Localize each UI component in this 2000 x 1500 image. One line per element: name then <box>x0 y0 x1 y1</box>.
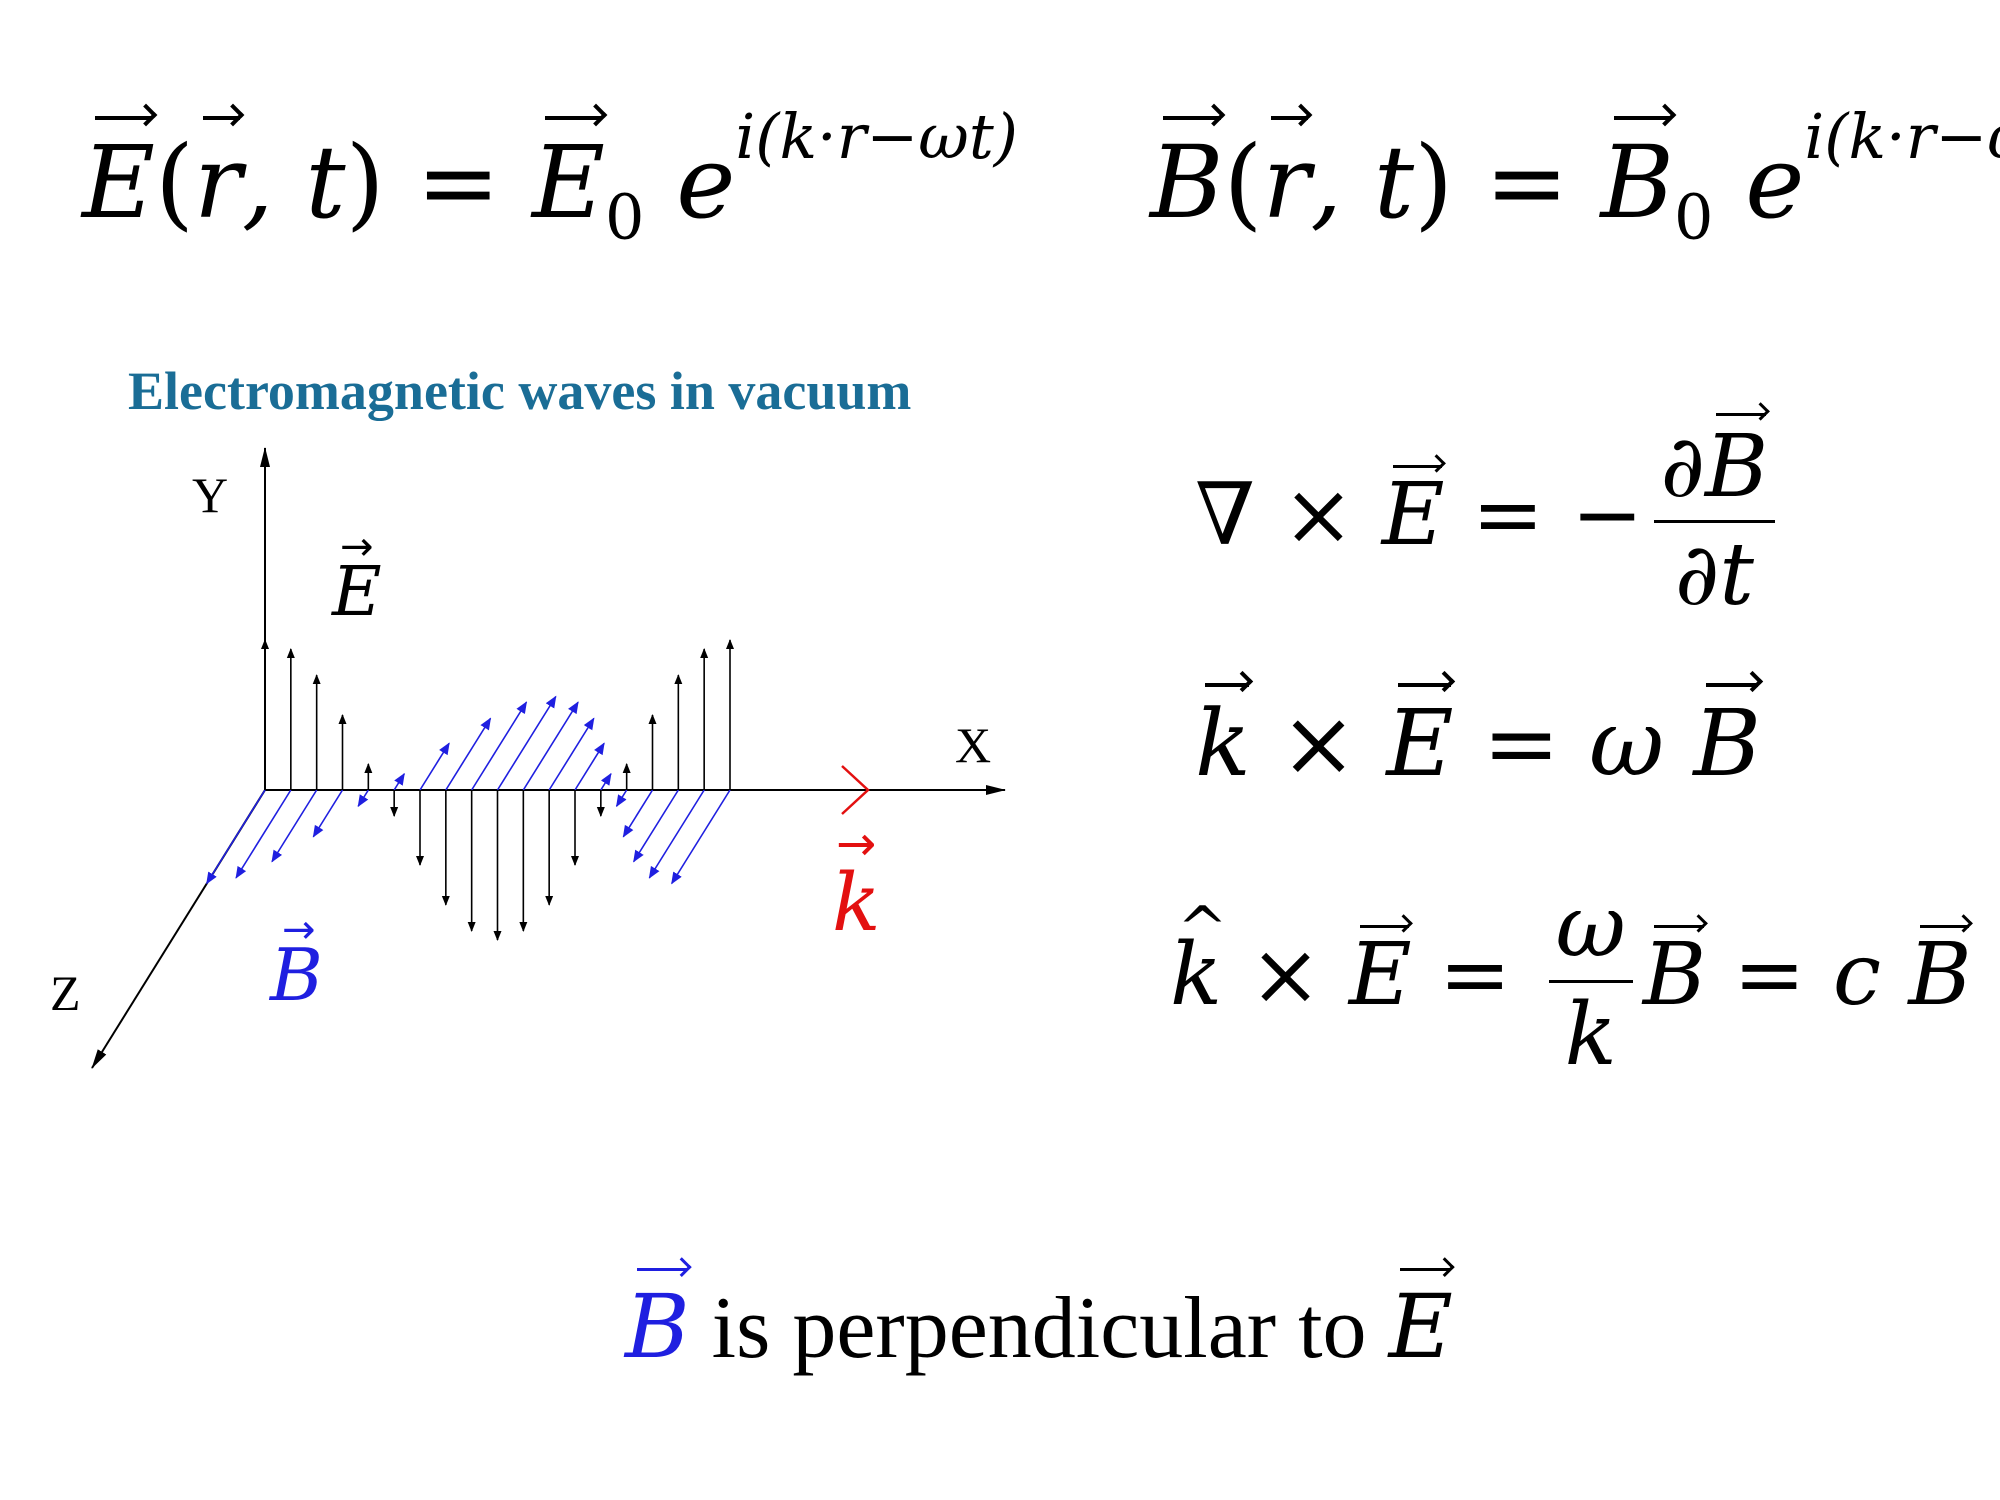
b-field-arrow <box>206 789 266 885</box>
caption: B is perpendicular to E <box>625 1267 1453 1379</box>
b-field-arrow <box>671 789 731 885</box>
e-vector-label: E <box>330 553 382 632</box>
b-field-arrow <box>648 789 705 879</box>
curl-fraction: ∂B∂t <box>1653 413 1776 623</box>
electric-field-equation: E(r, t) = E0 ei(k·r−ωt) <box>82 100 1018 254</box>
b-field-arrow <box>393 772 405 791</box>
b-field-arrow <box>600 772 612 791</box>
z-axis-label: Z <box>50 965 81 1021</box>
b-field-arrow <box>419 742 450 791</box>
b-vector-label: B <box>268 933 323 1017</box>
b-field-arrow <box>574 742 605 791</box>
e-symbol: E <box>82 115 155 241</box>
b-field-arrow <box>496 695 557 791</box>
b-field-arrow <box>271 789 318 863</box>
caption-text: is perpendicular to <box>711 1280 1367 1377</box>
e-vector-arrow: → <box>340 524 374 570</box>
electric-field-arrows <box>261 639 734 941</box>
k-vector-label: k <box>832 856 880 949</box>
k-vector-arrow: → <box>836 816 876 872</box>
wave-vector-arrowhead <box>841 765 870 815</box>
b-vector-arrow: → <box>282 907 316 953</box>
caption-e-symbol: E <box>1388 1267 1453 1378</box>
b-field-arrow <box>235 789 292 879</box>
em-wave-diagram: Y X Z E → B → k → <box>50 447 1006 1069</box>
b-field-arrow <box>445 717 492 791</box>
b-field-arrow <box>632 789 680 863</box>
x-axis-label: X <box>955 717 991 773</box>
b-field-arrow <box>622 789 654 838</box>
curl-lhs: ∇ × E = − <box>1195 464 1644 565</box>
b-field-arrow <box>470 701 528 791</box>
magnetic-field-arrows <box>206 695 731 885</box>
diagram-title: Electromagnetic waves in vacuum <box>128 361 912 421</box>
unit-vector-equation: k × E = ωkB = c B <box>1170 880 1972 1083</box>
y-axis-label: Y <box>192 467 228 523</box>
b-field-arrow <box>548 717 595 791</box>
cross-product-equation: k × E = ω B <box>1195 682 1761 797</box>
b-field-arrow <box>522 701 579 791</box>
b-symbol: B <box>1150 115 1224 241</box>
caption-b-symbol: B <box>625 1267 690 1378</box>
magnetic-field-equation: B(r, t) = B0 ei(k·r−ωt) <box>1150 100 2000 254</box>
b-field-arrow <box>615 789 628 808</box>
b-field-arrow <box>357 789 370 808</box>
b-field-arrow <box>312 789 344 838</box>
faraday-curl-equation: ∇ × E = −∂B∂t <box>1195 413 1785 623</box>
